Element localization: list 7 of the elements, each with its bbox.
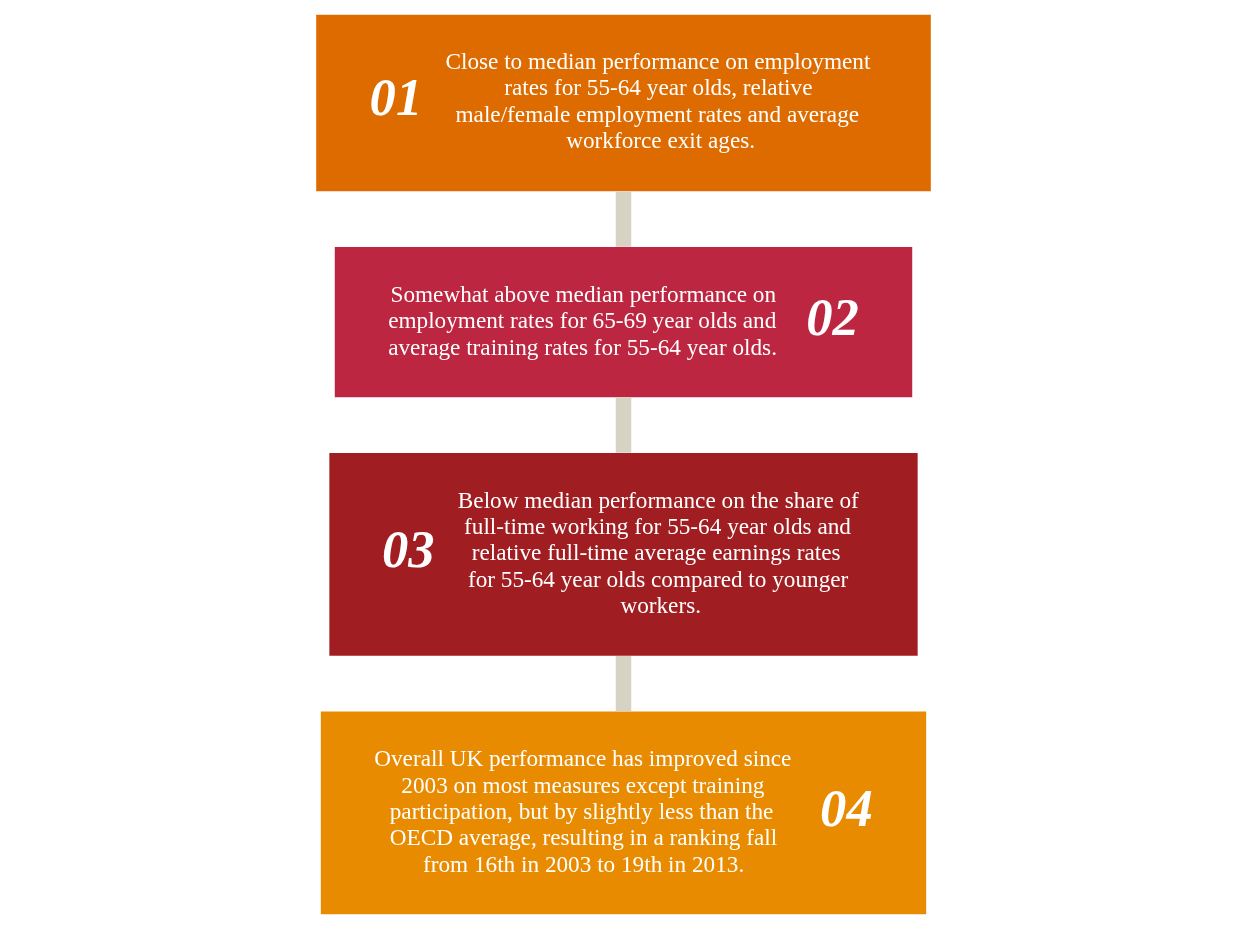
node-box: 01 Close to median performance on employment rates for 55-64 year olds, relative male/female employment rates and average workforce exit ages. <box>316 14 931 192</box>
connector <box>615 191 632 247</box>
connector <box>615 397 632 453</box>
node-box: Somewhat above median performance on employment rates for 65-69 year olds and average training rates for 55-64 year olds. 02 <box>334 247 913 398</box>
node-box: Overall UK performance has improved since 2003 on most measures except training participation, but by slightly less than the OECD average, resulting in a ranking fall from 16th in 2003 to 19th in 2013. 04 <box>320 711 927 915</box>
connector <box>615 656 632 712</box>
node-box: 03 Below median performance on the share of full-time working for 55-64 year olds and relative full-time average earnings rates for 55-64 year olds compared to younger workers. <box>329 452 918 656</box>
